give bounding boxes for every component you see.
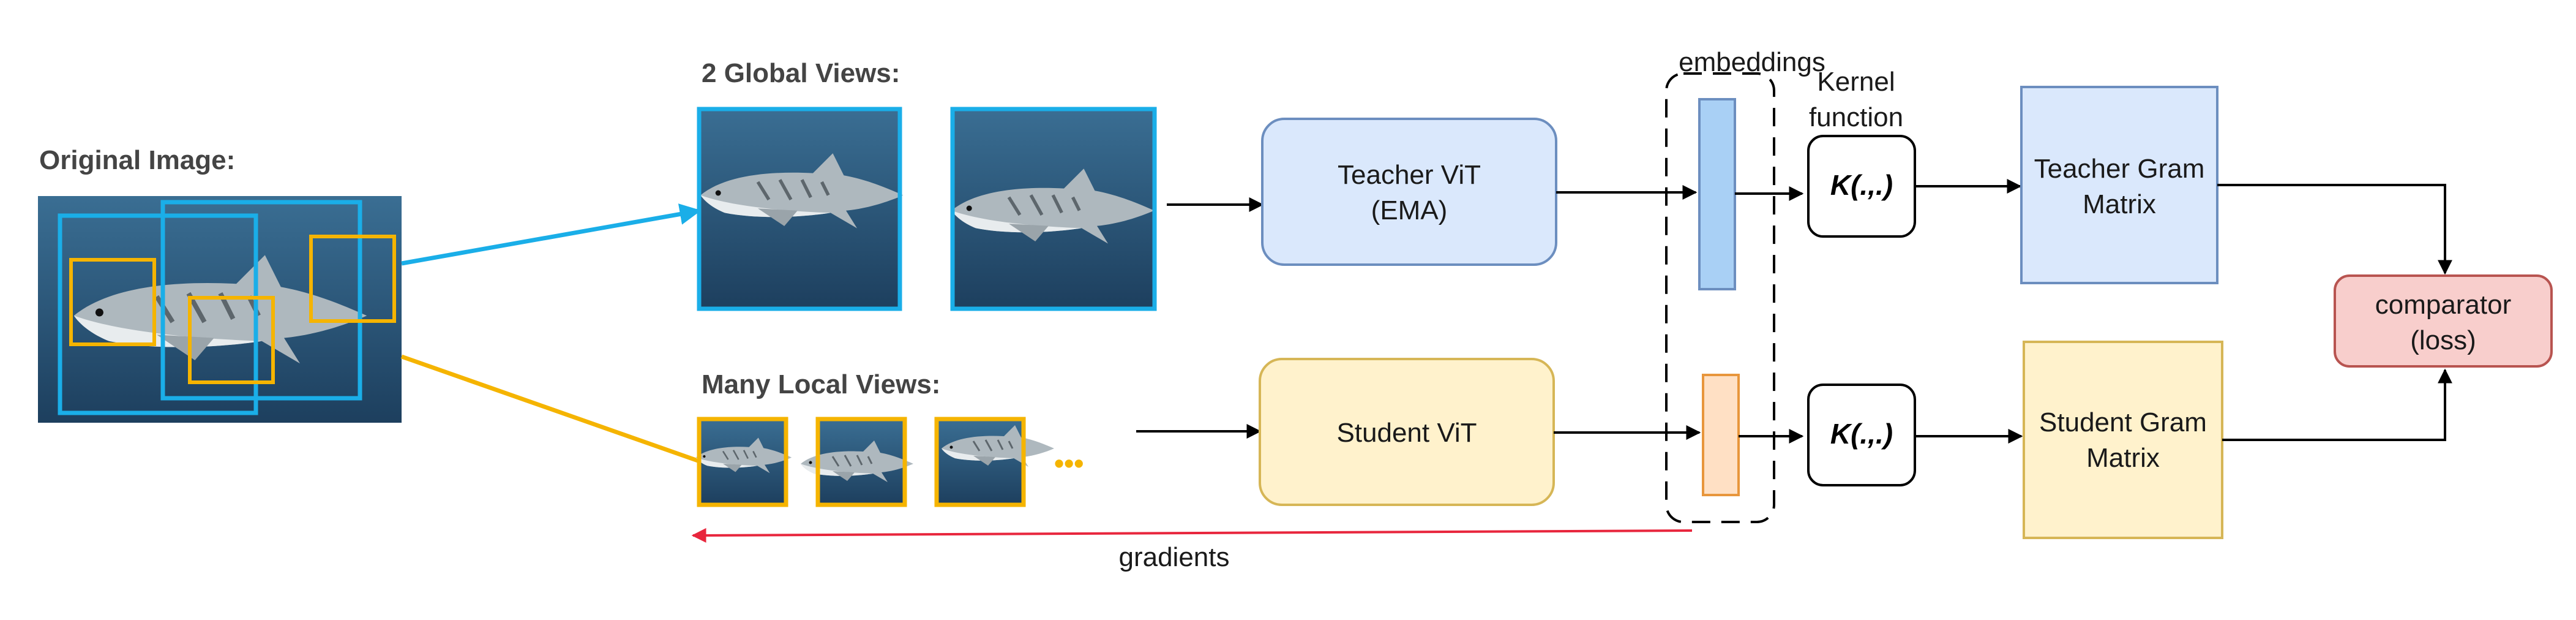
comparator-sublabel: (loss) (2410, 325, 2476, 355)
local-crop-box (69, 258, 156, 346)
global-views-arrow (401, 203, 702, 266)
teacher-kernel-box: K(.,.) (1807, 135, 1916, 238)
teacher-gram-sublabel: Matrix (2083, 189, 2156, 219)
kernel-function-label-2: function (1809, 102, 1903, 132)
original-image-label: Original Image: (39, 145, 235, 175)
local-views-arrow (400, 354, 699, 463)
student-vit-box: Student ViT (1259, 358, 1555, 506)
student-embedding (1702, 374, 1740, 496)
gradients-label: gradients (1118, 542, 1229, 572)
teacher-gram-matrix: Teacher Gram Matrix (2020, 86, 2218, 284)
teacher-vit-sublabel: (EMA) (1371, 195, 1448, 225)
local-crop-box (309, 235, 396, 323)
global-crop-box (160, 200, 362, 401)
teacher-embedding (1698, 98, 1736, 290)
teacher-gram-to-comparator-arrow (2217, 184, 2452, 275)
gradients-arrow (691, 527, 1693, 543)
teacher-vit-box: Teacher ViT (EMA) (1261, 118, 1557, 266)
local-views-label: Many Local Views: (702, 369, 940, 399)
local-crop-box (188, 296, 275, 384)
more-views-ellipsis: ••• (1054, 447, 1084, 479)
teacher-kernel-symbol: K(.,.) (1830, 169, 1893, 201)
global-crop-box (58, 213, 258, 415)
original-image (38, 196, 402, 423)
student-gram-to-comparator-arrow (2222, 368, 2452, 441)
student-vit-label: Student ViT (1336, 418, 1477, 448)
global-view (697, 107, 904, 311)
student-kernel-box: K(.,.) (1807, 384, 1916, 486)
global-view (951, 107, 1157, 311)
student-kernel-symbol: K(.,.) (1830, 418, 1893, 450)
local-view (695, 417, 793, 507)
global-views-label: 2 Global Views: (702, 58, 900, 88)
student-gram-matrix: Student Gram Matrix (2023, 341, 2223, 539)
comparator-loss-box: comparator (loss) (2334, 274, 2553, 368)
kernel-function-label: Kernel (1817, 67, 1895, 97)
teacher-vit-label: Teacher ViT (1338, 160, 1481, 190)
local-view (934, 417, 1054, 507)
embeddings-group (1665, 72, 1775, 523)
comparator-label: comparator (2375, 290, 2512, 320)
student-gram-label: Student Gram (2039, 407, 2207, 437)
embeddings-label: embeddings (1679, 47, 1825, 77)
student-gram-sublabel: Matrix (2086, 443, 2160, 473)
local-view (799, 417, 915, 507)
teacher-gram-label: Teacher Gram (2034, 154, 2205, 184)
